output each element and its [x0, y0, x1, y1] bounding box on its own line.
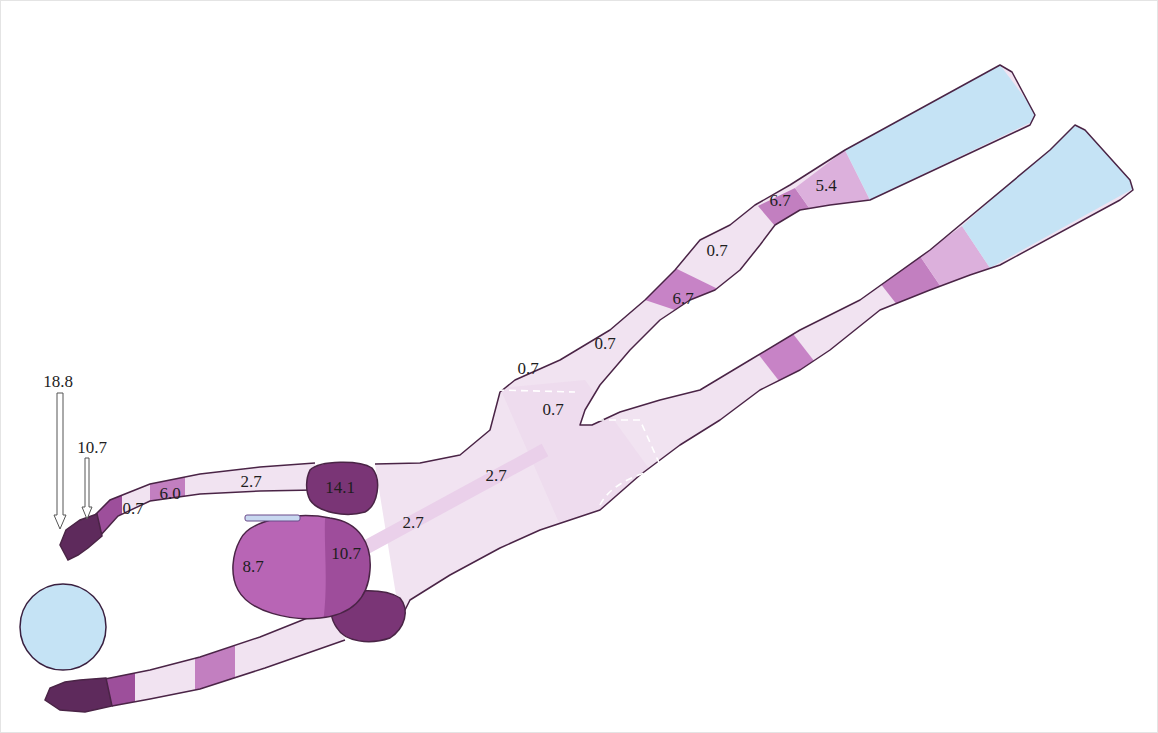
body-outline [375, 65, 1133, 620]
spine-band [350, 450, 545, 556]
shorts-seams [497, 390, 660, 505]
lower-hand [45, 678, 112, 712]
body-fill [300, 0, 1158, 733]
segment-value: 0.7 [517, 360, 538, 377]
segment-value: 0.7 [122, 500, 143, 517]
force-value: 10.7 [77, 439, 107, 456]
segment-value: 6.0 [159, 485, 180, 502]
lower-arm-outline [105, 607, 345, 706]
segment-value: 6.7 [672, 290, 693, 307]
upper-hand [60, 514, 102, 560]
segment-value: 5.4 [815, 177, 836, 194]
segment-value: 6.7 [769, 192, 790, 209]
segment-value: 2.7 [402, 514, 423, 531]
cap-bar [245, 515, 300, 521]
segment-value: 2.7 [485, 467, 506, 484]
upper-shoulder [307, 462, 378, 514]
segment-value: 0.7 [706, 242, 727, 259]
force-value: 18.8 [43, 373, 73, 390]
force-arrow [82, 458, 92, 519]
segment-value: 0.7 [542, 401, 563, 418]
head-outline [233, 516, 370, 619]
segment-value: 10.7 [331, 545, 361, 562]
segment-value: 14.1 [325, 479, 355, 496]
ball [20, 584, 106, 670]
segment-value: 2.7 [240, 473, 261, 490]
force-arrow [54, 393, 66, 529]
segment-value: 8.7 [242, 558, 263, 575]
segment-value: 0.7 [594, 335, 615, 352]
head-fill [225, 505, 390, 630]
